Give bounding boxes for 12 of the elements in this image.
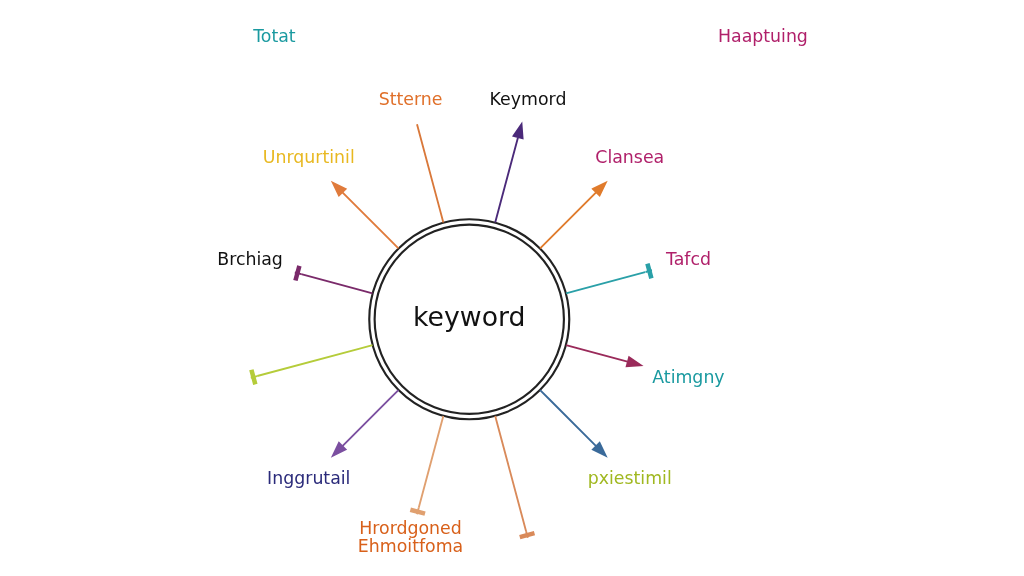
node-text: Tafcd [665,249,711,270]
node-text: Atimgny [651,366,725,387]
node-text: Keymord [489,88,566,109]
node-text: Stterne [378,88,442,109]
label: Haaptuing [717,26,808,47]
node-text: Clansea [594,147,664,168]
node-text: Inggrutail [266,468,350,489]
node-text: Unrqurtinil [262,147,355,168]
node-text: Brchiag [216,249,283,270]
node-text: Hrordgoned Ehmoitfoma [357,517,463,557]
label: Totat [252,26,296,47]
node-text: pxiestimil [587,468,672,489]
